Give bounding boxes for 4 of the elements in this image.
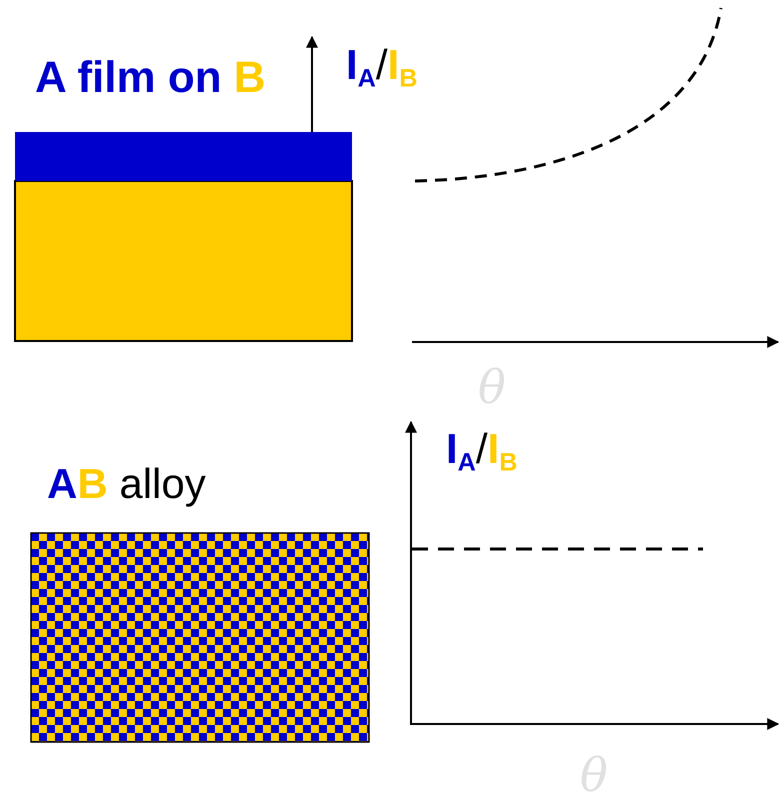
axis-label: I$_{A}$/I$_{B}$ [446,428,518,476]
axis-label: I$_{A}$/I$_{B}$ [346,44,418,92]
sample-title: AB alloy [47,463,206,505]
sample-title: A film on B [35,56,266,100]
